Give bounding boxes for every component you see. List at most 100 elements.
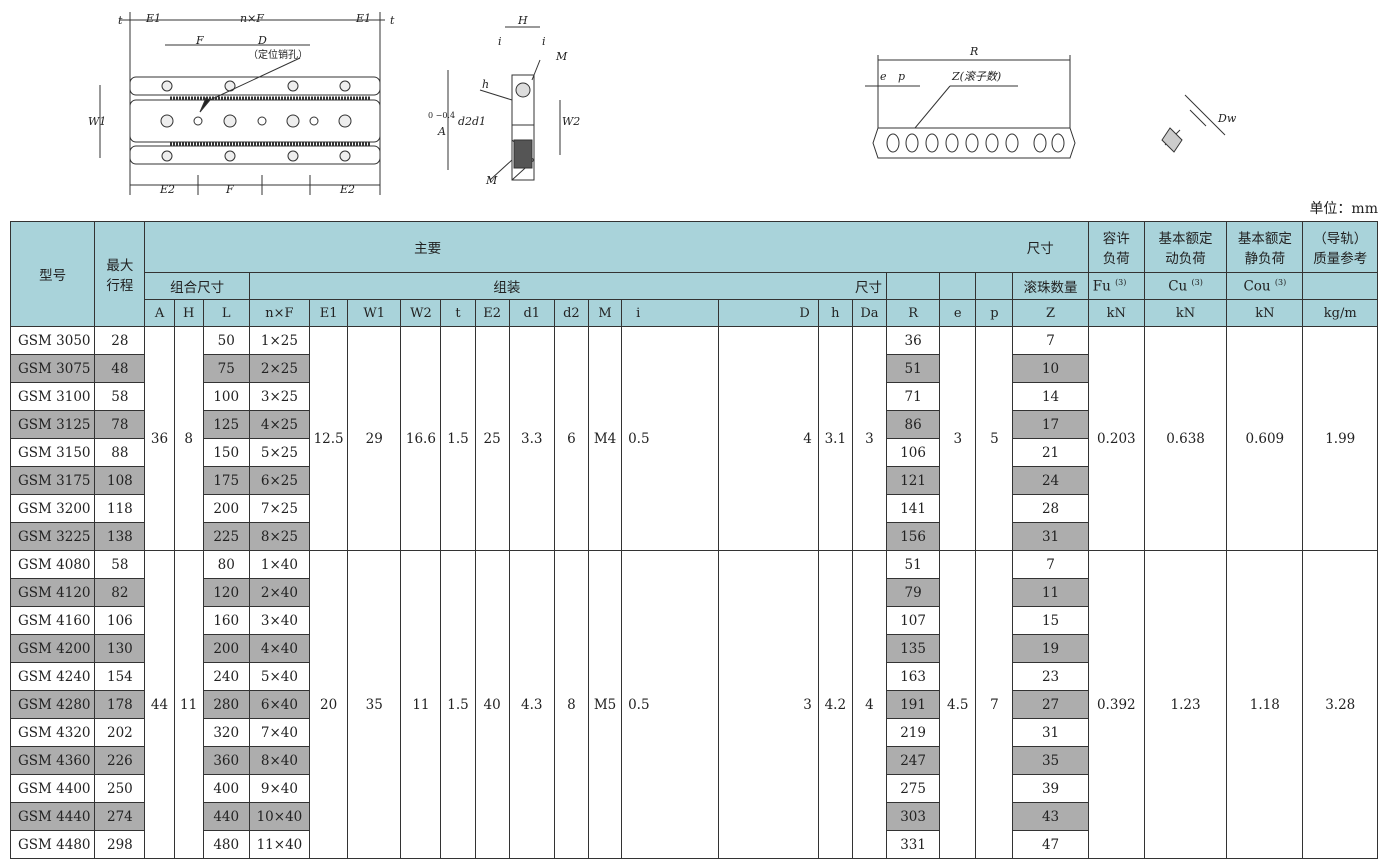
nf-cell: 6×40: [248, 690, 311, 719]
label-e1-right: E1: [355, 12, 371, 25]
l-cell: 160: [202, 606, 250, 635]
unit-label: 单位：mm: [1309, 201, 1378, 217]
label-h-small: h: [482, 78, 489, 91]
l-cell: 240: [202, 662, 250, 691]
label-p: p: [898, 70, 905, 83]
header-blank-e: [939, 272, 977, 300]
z-cell: 17: [1012, 410, 1089, 439]
label-w2: W2: [562, 115, 580, 128]
nf-cell: 4×40: [248, 634, 311, 663]
label-h-top: H: [517, 14, 528, 27]
nf-cell: 8×40: [248, 746, 311, 775]
w2-cell: 11: [400, 550, 442, 859]
l-cell: 150: [202, 438, 250, 467]
cu-cell: 1.23: [1143, 550, 1228, 859]
l-cell: 280: [202, 690, 250, 719]
d1-cell: 3.3: [508, 326, 555, 551]
r-cell: 141: [885, 494, 941, 523]
z-cell: 27: [1012, 690, 1089, 719]
stroke-cell: 202: [94, 718, 146, 747]
nf-cell: 7×40: [248, 718, 311, 747]
nf-cell: 5×25: [248, 438, 311, 467]
e1-cell: 20: [309, 550, 349, 859]
col-header-5: W1: [347, 299, 402, 327]
a-cell: 44: [144, 550, 175, 859]
model-cell: GSM 4360: [9, 746, 96, 775]
r-cell: 86: [885, 410, 941, 439]
col-header-2: L: [202, 299, 250, 327]
l-cell: 320: [202, 718, 250, 747]
z-cell: 35: [1012, 746, 1089, 775]
r-cell: 303: [885, 802, 941, 831]
model-cell: GSM 4080: [9, 550, 96, 579]
l-cell: 225: [202, 522, 250, 551]
header-blank-p: [975, 272, 1014, 300]
header-stroke: 最大行程: [94, 221, 146, 327]
z-cell: 10: [1012, 354, 1089, 383]
model-cell: GSM 4240: [9, 662, 96, 691]
stroke-cell: 274: [94, 802, 146, 831]
r-cell: 247: [885, 746, 941, 775]
l-cell: 175: [202, 466, 250, 495]
col-header-9: d1: [508, 299, 555, 327]
spec-table: 型号 最大行程 主要 尺寸 容许负荷 基本额定动负荷 基本额定静负荷 （导轨）质…: [9, 221, 1378, 859]
stroke-cell: 298: [94, 830, 146, 859]
model-cell: GSM 4400: [9, 774, 96, 803]
z-cell: 19: [1012, 634, 1089, 663]
col-header-19: Z: [1012, 299, 1089, 327]
hh-cell: 4.2: [817, 550, 853, 859]
label-z: Z(滚子数): [951, 70, 1001, 83]
l-cell: 480: [202, 830, 250, 859]
i-cell: 0.5: [621, 326, 720, 551]
z-cell: 23: [1012, 662, 1089, 691]
stroke-cell: 88: [94, 438, 146, 467]
z-cell: 7: [1012, 550, 1089, 579]
l-cell: 125: [202, 410, 250, 439]
model-cell: GSM 3050: [9, 326, 96, 355]
model-cell: GSM 4200: [9, 634, 96, 663]
label-w1: W1: [88, 115, 106, 128]
e2-cell: 25: [474, 326, 510, 551]
col-header-4: E1: [309, 299, 349, 327]
label-t-right: t: [390, 14, 395, 27]
col-header-18: p: [975, 299, 1014, 327]
e-cell: 3: [939, 326, 977, 551]
label-e1-left: E1: [145, 12, 161, 25]
l-cell: 200: [202, 634, 250, 663]
model-cell: GSM 3150: [9, 438, 96, 467]
r-cell: 79: [885, 578, 941, 607]
fu-cell: 0.203: [1087, 326, 1145, 551]
model-cell: GSM 3175: [9, 466, 96, 495]
unit-header-0: kN: [1087, 299, 1145, 327]
l-cell: 120: [202, 578, 250, 607]
e1-cell: 12.5: [309, 326, 349, 551]
i-cell: 0.5: [621, 550, 720, 859]
label-f-bottom: F: [225, 183, 234, 196]
h-cell: 8: [173, 326, 204, 551]
col-header-10: d2: [553, 299, 589, 327]
label-e2-left: E2: [159, 183, 175, 196]
z-cell: 15: [1012, 606, 1089, 635]
label-dw: Dw: [1217, 112, 1237, 125]
col-header-6: W2: [400, 299, 442, 327]
stroke-cell: 138: [94, 522, 146, 551]
t-cell: 1.5: [440, 326, 476, 551]
stroke-cell: 82: [94, 578, 146, 607]
col-header-13: D: [718, 299, 819, 327]
header-cou: Cou (3): [1226, 272, 1304, 300]
col-header-16: R: [885, 299, 941, 327]
r-cell: 135: [885, 634, 941, 663]
label-d: D: [257, 34, 267, 47]
model-cell: GSM 3075: [9, 354, 96, 383]
model-cell: GSM 4320: [9, 718, 96, 747]
da-cell: 4: [851, 550, 888, 859]
header-assembly: 组装: [248, 272, 555, 300]
cou-cell: 0.609: [1226, 326, 1304, 551]
r-cell: 331: [885, 830, 941, 859]
